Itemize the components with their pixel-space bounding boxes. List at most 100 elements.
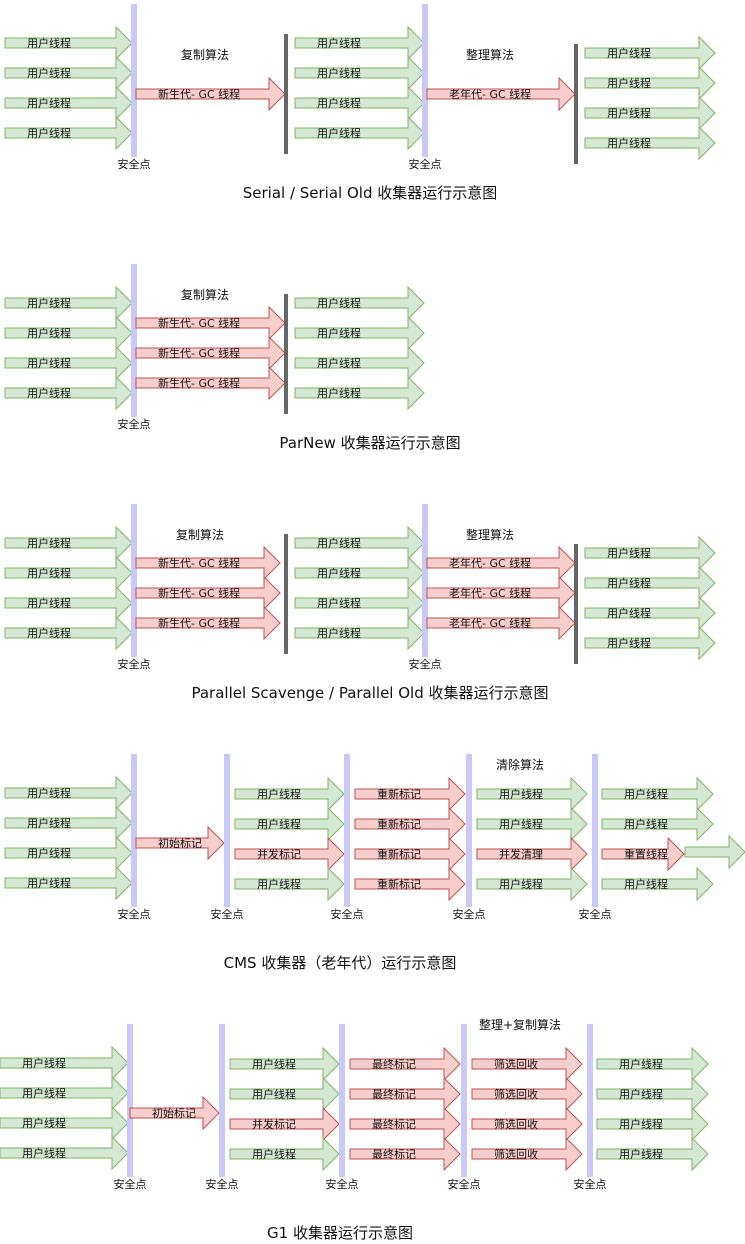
user-thread-arrow xyxy=(294,615,425,651)
user-thread-arrow xyxy=(229,1136,340,1172)
gc-thread-arrow xyxy=(135,365,286,401)
user-thread-arrow xyxy=(4,865,133,901)
user-thread-arrow xyxy=(4,805,133,841)
user-thread-label: 用户线程 xyxy=(252,1057,296,1071)
safepoint-bar xyxy=(592,754,598,907)
user-thread-label: 用户线程 xyxy=(607,106,651,120)
gc-thread-label: 并发清理 xyxy=(499,847,543,861)
user-thread-label: 用户线程 xyxy=(27,126,71,140)
user-thread-label: 用户线程 xyxy=(22,1056,66,1070)
safepoint-label: 安全点 xyxy=(114,1177,147,1191)
gc-thread-label: 最终标记 xyxy=(372,1057,416,1071)
user-thread-label: 用户线程 xyxy=(317,96,361,110)
serial-copy-algorithm-label: 复制算法 xyxy=(181,47,229,62)
gc-thread-label: 重新标记 xyxy=(377,787,421,801)
user-thread-label: 用户线程 xyxy=(27,846,71,860)
gc-thread-arrow xyxy=(135,545,281,581)
user-thread-arrow xyxy=(4,615,133,651)
safepoint-bar xyxy=(587,1024,593,1177)
gc-thread-label: 新生代- GC 线程 xyxy=(158,316,240,330)
user-thread-arrow xyxy=(4,555,133,591)
gc-thread-label: 初始标记 xyxy=(158,836,202,850)
user-thread-arrow xyxy=(234,806,345,842)
gc-thread-label: 筛选回收 xyxy=(494,1057,538,1071)
user-thread-arrow xyxy=(601,866,714,902)
user-thread-label: 用户线程 xyxy=(27,96,71,110)
user-thread-label: 用户线程 xyxy=(317,626,361,640)
gc-thread-arrow xyxy=(354,776,466,812)
user-thread-arrow xyxy=(234,776,345,812)
user-thread-label: 用户线程 xyxy=(317,536,361,550)
user-thread-arrow xyxy=(294,85,425,121)
gc-thread-label: 筛选回收 xyxy=(494,1087,538,1101)
user-thread-arrow xyxy=(294,375,425,411)
user-thread-arrow xyxy=(0,1045,129,1081)
parallel-caption: Parallel Scavenge / Parallel Old 收集器运行示意… xyxy=(191,684,548,702)
safepoint-bar xyxy=(339,1024,345,1177)
gc-thread-label: 并发标记 xyxy=(252,1117,296,1131)
user-thread-label: 用户线程 xyxy=(317,356,361,370)
user-thread-label: 用户线程 xyxy=(317,596,361,610)
safepoint-label: 安全点 xyxy=(453,907,486,921)
phase-barrier xyxy=(284,34,288,154)
user-thread-arrow xyxy=(0,1135,129,1171)
user-thread-label: 用户线程 xyxy=(499,817,543,831)
safepoint-label: 安全点 xyxy=(409,157,442,171)
user-thread-arrow xyxy=(294,345,425,381)
user-thread-label: 用户线程 xyxy=(27,786,71,800)
user-thread-label: 用户线程 xyxy=(22,1116,66,1130)
gc-thread-label: 最终标记 xyxy=(372,1117,416,1131)
user-thread-arrow xyxy=(584,595,716,631)
safepoint-label: 安全点 xyxy=(211,907,244,921)
gc-thread-label: 老年代- GC 线程 xyxy=(449,556,531,570)
user-thread-arrow xyxy=(584,35,716,71)
gc-thread-arrow xyxy=(135,76,286,112)
user-thread-arrow xyxy=(0,1075,129,1111)
serial-compact-algorithm-label: 整理算法 xyxy=(466,47,514,62)
user-thread-label: 用户线程 xyxy=(317,36,361,50)
gc-thread-arrow xyxy=(471,1046,583,1082)
gc-thread-arrow xyxy=(354,836,466,872)
user-thread-arrow xyxy=(596,1136,709,1172)
user-thread-label: 用户线程 xyxy=(317,126,361,140)
parallel-copy-algorithm-label: 复制算法 xyxy=(176,527,224,542)
user-thread-label: 用户线程 xyxy=(27,536,71,550)
gc-thread-label: 新生代- GC 线程 xyxy=(158,346,240,360)
user-thread-label: 用户线程 xyxy=(27,626,71,640)
user-thread-label: 用户线程 xyxy=(22,1086,66,1100)
safepoint-bar xyxy=(466,754,472,907)
gc-thread-label: 最终标记 xyxy=(372,1147,416,1161)
user-thread-label: 用户线程 xyxy=(27,296,71,310)
safepoint-label: 安全点 xyxy=(574,1177,607,1191)
gc-thread-label: 重新标记 xyxy=(377,817,421,831)
gc-thread-label: 新生代- GC 线程 xyxy=(158,376,240,390)
gc-thread-label: 最终标记 xyxy=(372,1087,416,1101)
gc-thread-arrow xyxy=(135,825,225,861)
safepoint-bar xyxy=(461,1024,467,1177)
user-thread-label: 用户线程 xyxy=(317,566,361,580)
user-thread-label: 用户线程 xyxy=(27,36,71,50)
user-thread-arrow xyxy=(4,25,133,61)
user-thread-label: 用户线程 xyxy=(27,326,71,340)
safepoint-bar xyxy=(127,1024,133,1177)
user-thread-label: 用户线程 xyxy=(257,877,301,891)
user-thread-arrow xyxy=(294,55,425,91)
gc-thread-label: 新生代- GC 线程 xyxy=(158,616,240,630)
user-thread-arrow xyxy=(584,535,716,571)
user-thread-label: 用户线程 xyxy=(252,1147,296,1161)
user-thread-label: 用户线程 xyxy=(252,1087,296,1101)
gc-thread-arrow xyxy=(354,866,466,902)
user-thread-arrow xyxy=(584,65,716,101)
user-thread-label: 用户线程 xyxy=(27,356,71,370)
user-thread-arrow xyxy=(4,285,133,321)
user-thread-label: 用户线程 xyxy=(619,1057,663,1071)
user-thread-label: 用户线程 xyxy=(27,386,71,400)
gc-thread-arrow xyxy=(349,1046,461,1082)
user-thread-arrow xyxy=(596,1046,709,1082)
user-thread-label: 用户线程 xyxy=(317,296,361,310)
safepoint-label: 安全点 xyxy=(118,417,151,431)
user-thread-label: 用户线程 xyxy=(27,66,71,80)
user-thread-arrow xyxy=(4,315,133,351)
gc-thread-label: 新生代- GC 线程 xyxy=(158,87,240,101)
